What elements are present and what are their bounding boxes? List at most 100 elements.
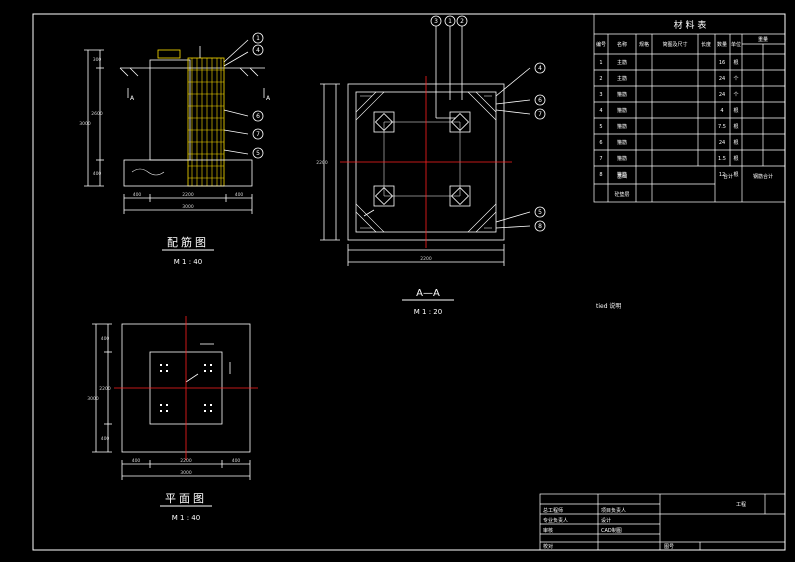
table-cell: 个: [733, 92, 738, 98]
table-footer-left-1: 砼垫层: [614, 191, 629, 198]
table-cell: 箍筋: [617, 91, 627, 98]
elev-dim-l3: 400: [93, 171, 102, 177]
plan-title: 平面图: [165, 492, 207, 505]
plan-dim-l2: 400: [101, 436, 110, 442]
plan-view: [92, 323, 251, 480]
table-cell: 个: [733, 76, 738, 82]
plan-dim-l1: 2200: [99, 386, 111, 392]
table-cell: 根: [733, 155, 738, 162]
table-cell: 箍筋: [617, 171, 627, 178]
table-cell: 4: [599, 108, 602, 114]
plan-dim-b0: 400: [132, 458, 141, 464]
elev-dim-b3: 3000: [182, 204, 194, 210]
elevation-view: [84, 39, 265, 214]
table-cell: 16: [719, 60, 725, 66]
table-cell: 2: [599, 76, 602, 82]
section-scale: M 1 : 20: [414, 308, 442, 316]
elevation-scale: M 1 : 40: [174, 258, 202, 266]
elev-dim-l0: 300: [93, 57, 102, 63]
callout-6: 6: [256, 113, 260, 120]
table-header-length: 长度: [701, 41, 711, 48]
callout-5: 5: [256, 150, 260, 157]
plan-dim-b2: 400: [232, 458, 241, 464]
table-header-name: 名称: [617, 41, 627, 48]
section-callout-8: 8: [538, 223, 542, 230]
section-callout-3: 3: [434, 18, 438, 25]
callout-7: 7: [256, 131, 260, 138]
table-cell: 根: [733, 139, 738, 146]
section-callout-2: 2: [460, 18, 464, 25]
plan-dim-l3: 3000: [87, 396, 99, 402]
plan-dim-b3: 3000: [180, 470, 192, 476]
table-header-weight: 重量: [758, 36, 768, 43]
tb-cell-7: 工程: [736, 501, 746, 508]
table-cell: 箍筋: [617, 107, 627, 114]
tb-cell-4: 审核: [543, 527, 553, 534]
table-cell: 箍筋: [617, 139, 627, 146]
plan-dim-b1: 2200: [180, 458, 192, 464]
tb-cell-5: CAD制图: [601, 527, 622, 534]
section-callout-1: 1: [448, 18, 452, 25]
elevation-title: 配筋图: [167, 235, 209, 249]
table-cell: 4: [720, 108, 723, 114]
title-block: [539, 493, 786, 551]
table-header-unit: 单位: [731, 41, 741, 48]
material-table-title: 材 料 表: [674, 19, 707, 31]
section-callout-4: 4: [538, 65, 542, 72]
section-callout-6: 6: [538, 97, 542, 104]
section-mark-right: A: [266, 95, 271, 102]
elev-dim-l1: 2600: [91, 111, 103, 117]
callout-4: 4: [256, 47, 260, 54]
tb-cell-8: 图号: [664, 544, 674, 550]
table-cell: 24: [719, 92, 725, 98]
table-cell: 根: [733, 123, 738, 130]
tb-cell-6: 校对: [543, 543, 553, 550]
callout-1: 1: [256, 35, 260, 42]
table-cell: 根: [733, 107, 738, 114]
elev-dim-l2: 3000: [79, 121, 91, 127]
table-cell: 24: [719, 76, 725, 82]
elevation-callouts: [252, 32, 264, 159]
note-text: tied 说明: [596, 302, 621, 310]
section-dim-bottom: 2200: [420, 256, 432, 262]
tb-cell-1: 项目负责人: [601, 507, 626, 514]
table-cell: 主筋: [617, 59, 627, 66]
elev-dim-b2: 400: [235, 192, 244, 198]
plan-scale: M 1 : 40: [172, 514, 200, 522]
table-cell: 箍筋: [617, 155, 627, 162]
table-footer-right-0: 合计: [723, 173, 733, 180]
table-cell: 7.5: [718, 124, 726, 130]
plan-dim-l0: 400: [101, 336, 110, 342]
table-cell: 6: [599, 140, 602, 146]
section-title: A—A: [416, 288, 440, 299]
elev-dim-b1: 2200: [182, 192, 194, 198]
table-cell: 24: [719, 140, 725, 146]
section-view: [320, 26, 531, 266]
table-header-sketch: 简图及尺寸: [662, 41, 687, 48]
table-cell: 1.5: [718, 156, 726, 162]
table-cell: 12: [719, 172, 725, 178]
table-header-spec: 规格: [639, 41, 649, 48]
table-cell: 5: [599, 124, 602, 130]
plan-rebar-dots: [160, 364, 212, 412]
table-cell: 8: [599, 172, 602, 178]
table-footer-right-1: 钢筋合计: [753, 173, 773, 180]
material-table: [593, 13, 786, 203]
table-header-qty: 数量: [717, 41, 727, 48]
section-callouts: [430, 15, 546, 232]
table-cell: 根: [733, 59, 738, 66]
tb-cell-3: 设计: [601, 517, 611, 524]
section-callout-5: 5: [538, 209, 542, 216]
tb-cell-2: 专业负责人: [543, 517, 568, 524]
elev-dim-b0: 400: [133, 192, 142, 198]
drawing-frame: [32, 13, 786, 551]
table-cell: 7: [599, 156, 602, 162]
table-cell: 根: [733, 171, 738, 178]
section-mark-left: A: [130, 95, 135, 102]
section-callout-7: 7: [538, 111, 542, 118]
table-cell: 箍筋: [617, 123, 627, 130]
section-dim-left: 2200: [316, 160, 328, 166]
table-cell: 3: [599, 92, 602, 98]
